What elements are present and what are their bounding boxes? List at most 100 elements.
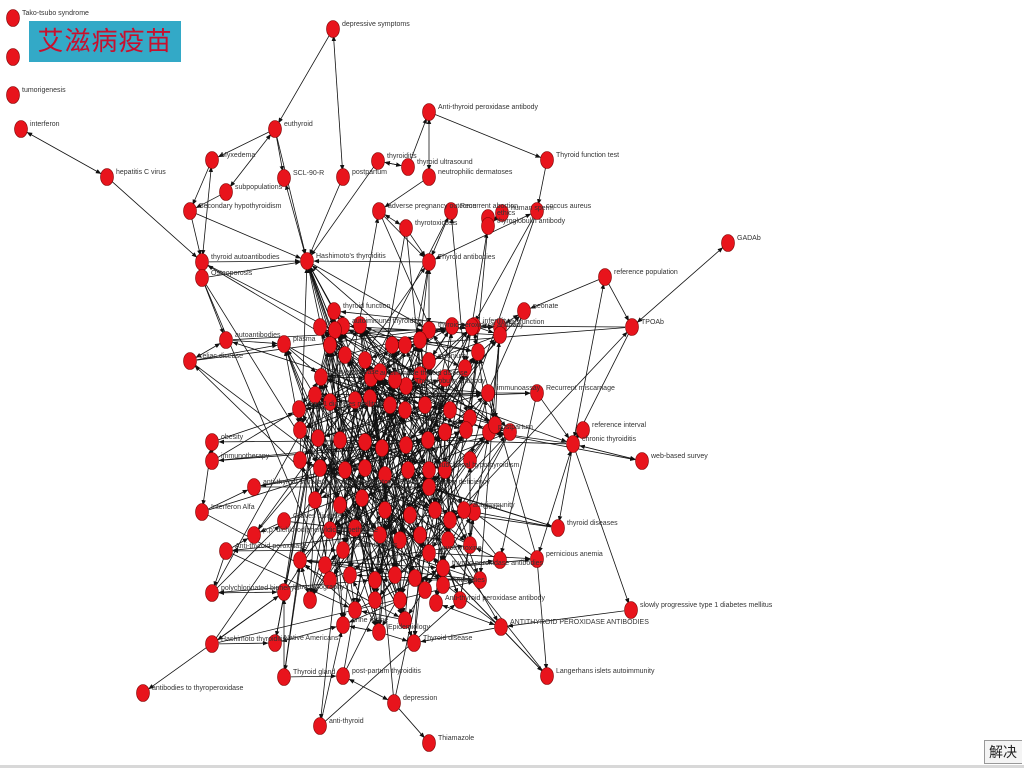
graph-node-core0[interactable] (313, 318, 327, 336)
graph-node-core11[interactable] (358, 351, 372, 369)
graph-node-pernicious[interactable] (530, 550, 544, 568)
graph-node-core15[interactable] (438, 369, 452, 387)
graph-node-immunoassay[interactable] (481, 384, 495, 402)
graph-node-core58[interactable] (441, 531, 455, 549)
corner-button[interactable]: 解决 P (984, 740, 1022, 764)
graph-node-tautoab[interactable] (195, 253, 209, 271)
graph-node-natam[interactable] (268, 634, 282, 652)
graph-node-tfunc[interactable] (327, 302, 341, 320)
graph-node-antitp[interactable] (219, 542, 233, 560)
graph-node-tus[interactable] (401, 158, 415, 176)
graph-node-autoimmunity[interactable] (457, 501, 471, 519)
graph-node-antitpocaps[interactable] (494, 618, 508, 636)
graph-node-gadab[interactable] (721, 234, 735, 252)
graph-node-tperoxab2[interactable] (436, 559, 450, 577)
graph-node-core25[interactable] (443, 401, 457, 419)
graph-node-secondary[interactable] (183, 202, 197, 220)
graph-node-t1dm[interactable] (292, 400, 306, 418)
graph-node-ultrasono[interactable] (277, 583, 291, 601)
graph-node-core43[interactable] (401, 461, 415, 479)
graph-node-core73[interactable] (453, 591, 467, 609)
graph-node-core67[interactable] (368, 591, 382, 609)
graph-node-core8[interactable] (493, 326, 507, 344)
graph-node-core21[interactable] (363, 389, 377, 407)
graph-node-neonate[interactable] (517, 302, 531, 320)
graph-node-epidem[interactable] (372, 623, 386, 641)
graph-node-core74[interactable] (473, 571, 487, 589)
graph-node-core75[interactable] (493, 551, 507, 569)
graph-node-neutro[interactable] (422, 168, 436, 186)
graph-node-osteo[interactable] (195, 269, 209, 287)
graph-node-takotsubo[interactable] (6, 9, 20, 27)
graph-node-subpop[interactable] (219, 183, 233, 201)
graph-node-autoantib[interactable] (219, 331, 233, 349)
graph-node-core57[interactable] (413, 526, 427, 544)
graph-node-core60[interactable] (293, 551, 307, 569)
graph-node-core7[interactable] (465, 318, 479, 336)
graph-node-core6[interactable] (445, 317, 459, 335)
graph-node-refint[interactable] (576, 421, 590, 439)
graph-node-tdisease[interactable] (407, 634, 421, 652)
graph-node-core22[interactable] (383, 396, 397, 414)
graph-node-langer[interactable] (540, 667, 554, 685)
graph-node-core66[interactable] (393, 591, 407, 609)
graph-node-core37[interactable] (503, 423, 517, 441)
graph-node-core33[interactable] (421, 431, 435, 449)
graph-node-depressive[interactable] (326, 20, 340, 38)
graph-node-core47[interactable] (333, 496, 347, 514)
graph-node-core2[interactable] (353, 316, 367, 334)
graph-node-core35[interactable] (459, 421, 473, 439)
graph-node-webbased[interactable] (635, 452, 649, 470)
graph-node-core34[interactable] (438, 423, 452, 441)
graph-node-core27[interactable] (293, 421, 307, 439)
graph-node-antitpoab3[interactable] (429, 594, 443, 612)
graph-node-core14[interactable] (413, 366, 427, 384)
graph-node-core17[interactable] (471, 343, 485, 361)
graph-node-ddt[interactable] (247, 526, 261, 544)
graph-node-core63[interactable] (368, 571, 382, 589)
graph-node-core52[interactable] (443, 511, 457, 529)
graph-node-hashi1[interactable] (300, 252, 314, 270)
graph-node-selenium[interactable] (422, 352, 436, 370)
graph-node-thyroiditis[interactable] (371, 152, 385, 170)
graph-node-core51[interactable] (428, 501, 442, 519)
graph-node-core3[interactable] (385, 336, 399, 354)
graph-node-core19[interactable] (323, 393, 337, 411)
graph-node-core29[interactable] (333, 431, 347, 449)
graph-node-core5[interactable] (413, 331, 427, 349)
graph-node-core72[interactable] (418, 581, 432, 599)
graph-node-iodine[interactable] (422, 478, 436, 496)
graph-node-tperox[interactable] (422, 321, 436, 339)
graph-node-core40[interactable] (338, 461, 352, 479)
graph-node-adverse[interactable] (372, 202, 386, 220)
graph-node-chronic[interactable] (566, 435, 580, 453)
graph-node-core12[interactable] (373, 363, 387, 381)
graph-node-subclin[interactable] (422, 461, 436, 479)
graph-node-core54[interactable] (348, 519, 362, 537)
graph-node-recabort[interactable] (444, 202, 458, 220)
graph-node-core50[interactable] (403, 506, 417, 524)
graph-node-obesity[interactable] (205, 433, 219, 451)
graph-node-core28[interactable] (311, 429, 325, 447)
graph-node-tantib[interactable] (422, 253, 436, 271)
graph-node-tpoab[interactable] (625, 318, 639, 336)
graph-node-pcb[interactable] (205, 584, 219, 602)
graph-node-hashi2[interactable] (205, 635, 219, 653)
graph-node-interferon[interactable] (14, 120, 28, 138)
graph-node-core69[interactable] (303, 591, 317, 609)
graph-node-core62[interactable] (343, 566, 357, 584)
graph-node-hepc[interactable] (100, 168, 114, 186)
graph-node-core38[interactable] (293, 451, 307, 469)
graph-node-core39[interactable] (313, 459, 327, 477)
graph-node-core61[interactable] (318, 556, 332, 574)
graph-node-staph[interactable] (530, 202, 544, 220)
graph-node-tdiseases[interactable] (551, 519, 565, 537)
graph-node-postpart[interactable] (336, 168, 350, 186)
graph-node-myxedema[interactable] (205, 151, 219, 169)
graph-node-euthyroid[interactable] (268, 120, 282, 138)
graph-node-core31[interactable] (375, 439, 389, 457)
graph-node-ifnalpha[interactable] (195, 503, 209, 521)
graph-node-core1[interactable] (328, 321, 342, 339)
graph-node-refpop[interactable] (598, 268, 612, 286)
graph-node-core20[interactable] (348, 391, 362, 409)
